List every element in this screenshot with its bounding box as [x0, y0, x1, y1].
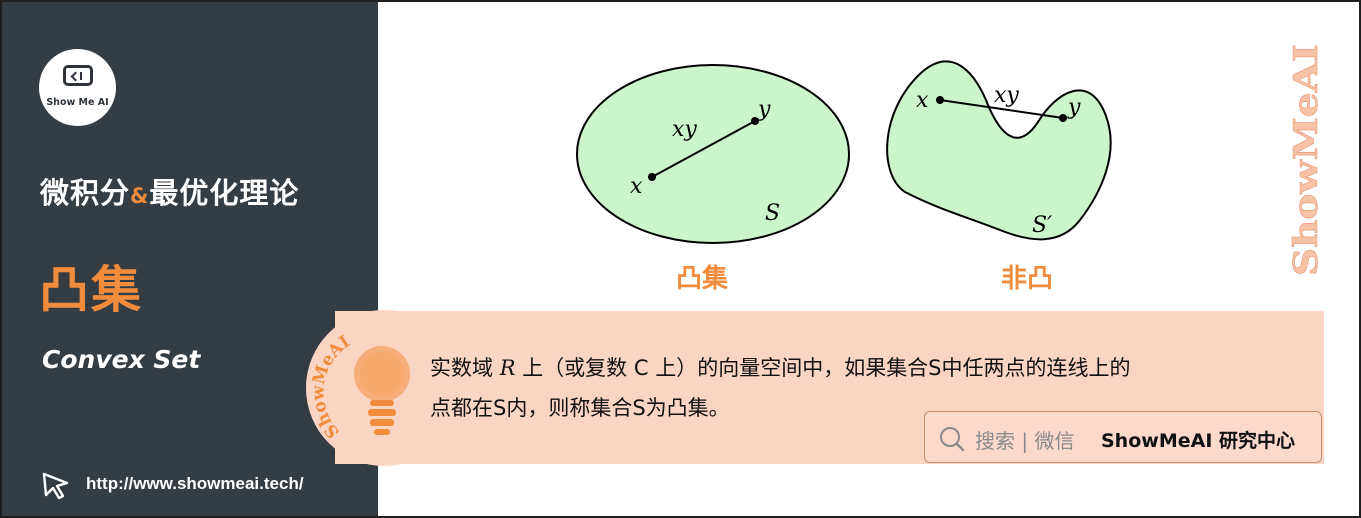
course-title-amp: & — [130, 184, 150, 208]
showmeai-logo: Show Me AI — [39, 49, 116, 126]
course-title-part1: 微积分 — [40, 176, 131, 210]
nonconvex-set-region — [886, 60, 1112, 241]
nonconvex-label-s: S′ — [1032, 213, 1052, 238]
topic-subtitle: Convex Set — [42, 345, 201, 374]
definition-symbol-r: R — [499, 356, 516, 380]
convex-point-y — [751, 117, 759, 125]
convex-set-diagrams: x y xy S x y xy S′ — [576, 60, 1112, 244]
sidebar: Show Me AI 微积分&最优化理论 凸集 Convex Set http:… — [2, 2, 378, 516]
convex-segment — [651, 120, 756, 178]
showmeai-watermark: ShowMeAI — [1290, 44, 1325, 276]
nonconvex-segment — [939, 99, 1064, 119]
convex-label-y: y — [757, 97, 771, 122]
logo-text: Show Me AI — [46, 97, 109, 108]
lightbulb-badge: ShowMeAI — [306, 310, 462, 466]
robot-screen-icon — [63, 65, 93, 86]
wechat-search-box[interactable]: 搜索 | 微信 ShowMeAI 研究中心 — [924, 411, 1322, 463]
search-icon — [940, 427, 965, 452]
search-brand: ShowMeAI 研究中心 — [1101, 430, 1295, 452]
convex-point-x — [648, 173, 656, 181]
convex-label-x: x — [630, 174, 643, 199]
definition-line1-a: 实数域 — [430, 356, 500, 380]
topic-title: 凸集 — [39, 261, 143, 319]
convex-set-figure: x y xy S — [576, 64, 850, 244]
convex-label-xy: xy — [672, 117, 697, 142]
nonconvex-caption: 非凸 — [1001, 264, 1054, 294]
convex-caption: 凸集 — [676, 264, 729, 294]
nonconvex-point-y — [1059, 114, 1067, 122]
lightbulb-icon — [354, 346, 410, 435]
cursor-click-icon — [42, 472, 69, 500]
convex-label-s: S — [765, 201, 780, 226]
definition-line-1: 实数域 R 上（或复数 C 上）的向量空间中，如果集合S中任两点的连线上的 — [430, 348, 1310, 388]
nonconvex-label-xy: xy — [994, 83, 1019, 108]
course-title-part2: 最优化理论 — [149, 176, 300, 210]
nonconvex-set-figure: x y xy S′ — [886, 60, 1112, 241]
definition-text: 实数域 R 上（或复数 C 上）的向量空间中，如果集合S中任两点的连线上的 点都… — [430, 348, 1310, 428]
definition-line1-b: 上（或复数 C 上）的向量空间中，如果集合S中任两点的连线上的 — [515, 356, 1131, 380]
nonconvex-point-x — [936, 96, 944, 104]
nonconvex-label-x: x — [916, 88, 929, 113]
search-hint: 搜索 | 微信 — [975, 429, 1075, 453]
course-title: 微积分&最优化理论 — [40, 170, 299, 212]
nonconvex-label-y: y — [1067, 95, 1081, 120]
watermark-text: ShowMeAI — [1290, 44, 1325, 276]
convex-set-region — [576, 64, 850, 244]
website-link[interactable]: http://www.showmeai.tech/ — [86, 474, 304, 493]
definition-line-2: 点都在S内，则称集合S为凸集。 — [430, 396, 730, 420]
